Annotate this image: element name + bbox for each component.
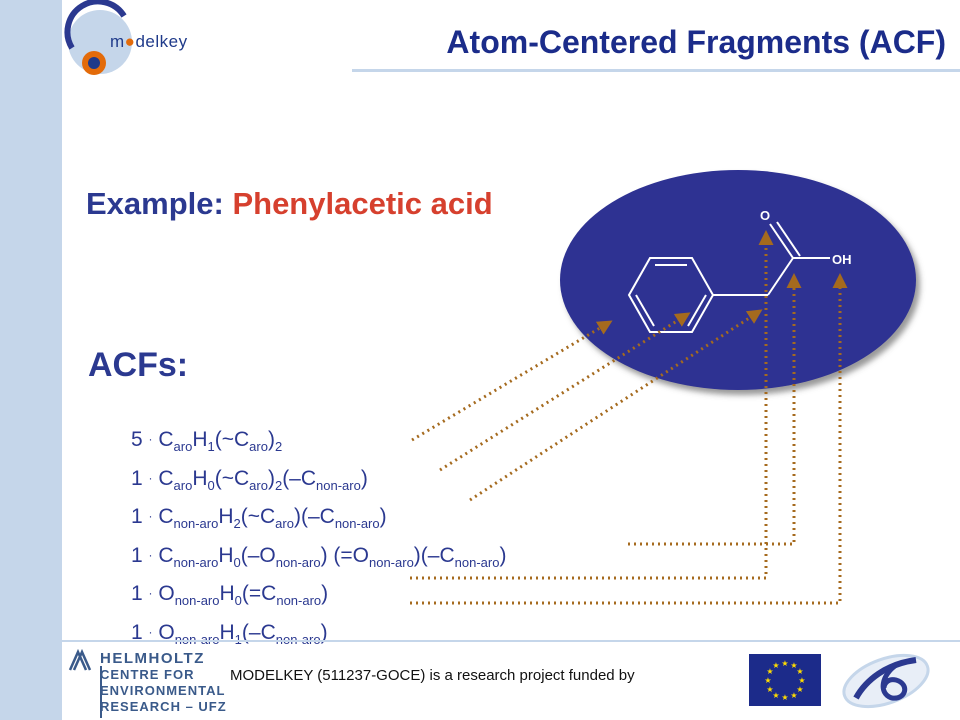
eu-flag-icon: ★★★ ★★★ ★★★ ★★★ xyxy=(749,654,821,706)
footer-divider xyxy=(62,640,960,642)
acf-line-5: 1 · Onon-aroH0(=Cnon-aro) xyxy=(131,582,329,608)
arrow-aromatic-ch xyxy=(411,320,613,442)
svg-text:★: ★ xyxy=(781,659,788,668)
compound-name: Phenylacetic acid xyxy=(232,186,493,221)
svg-text:★: ★ xyxy=(796,667,803,676)
example-label: Example: xyxy=(86,186,233,221)
side-chain-bonds xyxy=(713,221,830,296)
arrow-aromatic-c xyxy=(439,312,691,472)
helmholtz-logo-icon xyxy=(68,648,102,718)
title-divider xyxy=(352,69,960,72)
oxygen-label: O xyxy=(760,208,770,223)
acf-line-3: 1 · Cnon-aroH2(~Caro)(–Cnon-aro) xyxy=(131,505,387,531)
svg-text:★: ★ xyxy=(781,693,788,702)
left-sidebar-band xyxy=(0,0,62,720)
modelkey-logo-text: m●delkey xyxy=(110,32,188,52)
helmholtz-line-3: ENVIRONMENTAL xyxy=(100,683,226,698)
acf-line-1: 5 · CaroH1(~Caro)2 xyxy=(131,428,283,454)
arrow-carboxyl-c xyxy=(628,273,802,546)
fp6-logo-icon xyxy=(842,653,930,709)
svg-text:★: ★ xyxy=(772,691,779,700)
acf-line-4: 1 · Cnon-aroH0(–Onon-aro) (=Onon-aro)(–C… xyxy=(131,543,507,570)
acf-line-6: 1 · Onon-aroH1(–Cnon-aro) xyxy=(131,620,328,647)
mapping-arrows xyxy=(410,230,848,605)
logo-m: m xyxy=(110,32,125,51)
helmholtz-line-1: HELMHOLTZ xyxy=(100,650,205,667)
svg-text:★: ★ xyxy=(764,676,771,685)
helmholtz-line-2: CENTRE FOR xyxy=(100,667,195,682)
acf-line-2: 1 · CaroH0(~Caro)2(–Cnon-aro) xyxy=(131,466,368,493)
modelkey-logo-icon xyxy=(64,0,132,75)
arrow-ch2 xyxy=(469,309,763,502)
logo-o-icon: ● xyxy=(124,32,136,51)
svg-text:★: ★ xyxy=(766,685,773,694)
benzene-ring xyxy=(627,257,715,333)
acfs-heading: ACFs: xyxy=(88,346,189,384)
svg-text:★: ★ xyxy=(798,676,805,685)
svg-text:★: ★ xyxy=(772,661,779,670)
svg-text:★: ★ xyxy=(766,667,773,676)
acf-list: 5 · CaroH1(~Caro)2 1 · CaroH0(~Caro)2(–C… xyxy=(131,424,506,655)
helmholtz-line-4: RESEARCH – UFZ xyxy=(100,699,227,714)
example-heading: Example: Phenylacetic acid xyxy=(86,186,493,222)
arrow-hydroxyl-o xyxy=(410,273,848,605)
arrow-carbonyl-o xyxy=(410,230,774,580)
funding-text: MODELKEY (511237-GOCE) is a research pro… xyxy=(230,667,635,684)
hydroxyl-label: OH xyxy=(832,252,852,267)
helmholtz-text: HELMHOLTZ CENTRE FOR ENVIRONMENTAL RESEA… xyxy=(100,651,227,715)
page-title: Atom-Centered Fragments (ACF) xyxy=(446,24,946,60)
svg-text:★: ★ xyxy=(790,691,797,700)
svg-text:★: ★ xyxy=(790,661,797,670)
molecule-ellipse xyxy=(560,170,916,390)
svg-text:★: ★ xyxy=(796,685,803,694)
logo-rest: delkey xyxy=(135,32,188,51)
